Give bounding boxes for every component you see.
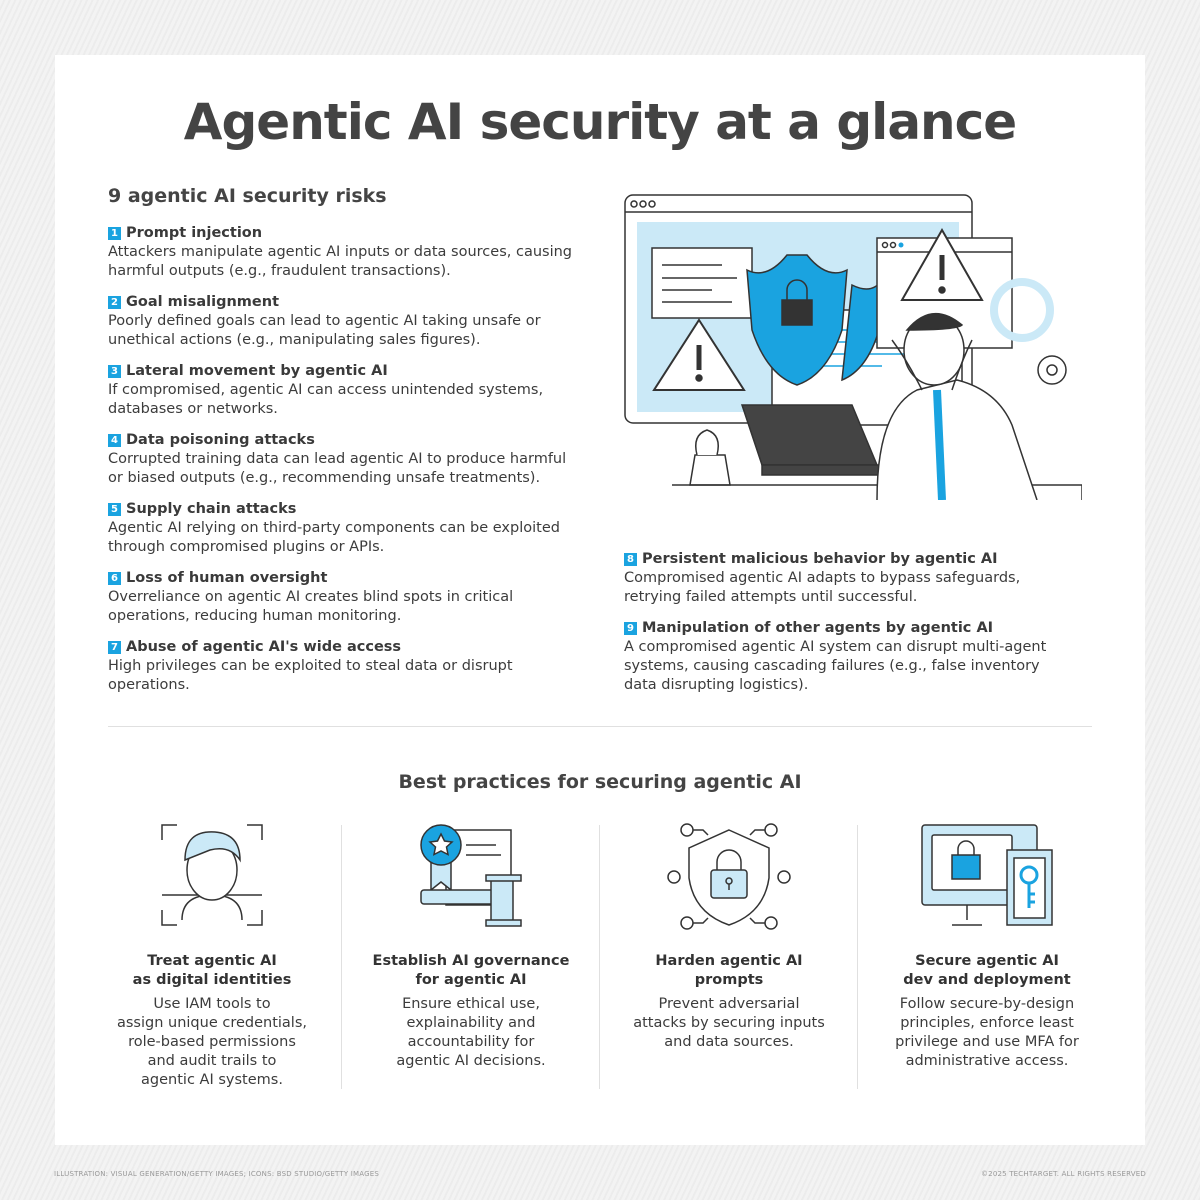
section-divider: [108, 726, 1092, 727]
risk-number: 7: [108, 641, 121, 654]
image-credits: ILLUSTRATION: VISUAL GENERATION/GETTY IM…: [54, 1170, 380, 1178]
practice-item: Treat agentic AI as digital identities U…: [83, 820, 341, 1090]
practice-text: Use IAM tools to assign unique credentia…: [116, 996, 307, 1088]
risk-item: 9 Manipulation of other agents by agentic…: [624, 619, 1064, 695]
risk-text: Corrupted training data can lead agentic…: [108, 451, 567, 486]
risk-title: Persistent malicious behavior by agentic…: [642, 551, 998, 567]
risk-title: Supply chain attacks: [126, 501, 297, 517]
risk-title: Prompt injection: [126, 225, 263, 241]
risk-number: 5: [108, 503, 121, 516]
practice-title: Treat agentic AI as digital identities: [132, 953, 292, 988]
risk-number: 3: [108, 365, 121, 378]
page-title: Agentic AI security at a glance: [183, 93, 1017, 151]
risk-number: 8: [624, 553, 637, 566]
risk-text: Agentic AI relying on third-party compon…: [108, 520, 560, 555]
risk-number: 6: [108, 572, 121, 585]
practice-text: Prevent adversarial attacks by securing …: [633, 996, 825, 1050]
practice-item: Harden agentic AI prompts Prevent advers…: [600, 820, 858, 1052]
practice-text: Ensure ethical use, explainability and a…: [396, 996, 546, 1069]
secure-deployment-icon: [921, 824, 1053, 926]
practice-title: Harden agentic AI prompts: [655, 953, 803, 988]
risk-text: If compromised, agentic AI can access un…: [108, 382, 544, 417]
risk-title: Abuse of agentic AI's wide access: [126, 639, 402, 655]
copyright: ©2025 TECHTARGET. ALL RIGHTS RESERVED: [980, 1170, 1146, 1178]
shield-lock-icon: [667, 823, 791, 930]
risk-title: Loss of human oversight: [126, 570, 328, 586]
risk-text: A compromised agentic AI system can disr…: [624, 639, 1047, 693]
risks-heading: 9 agentic AI security risks: [108, 185, 387, 207]
risk-title: Data poisoning attacks: [126, 432, 315, 448]
risk-number: 9: [624, 622, 637, 635]
column-divider: [857, 825, 858, 1089]
practice-item: Secure agentic AI dev and deployment Fol…: [858, 820, 1116, 1071]
risk-text: Compromised agentic AI adapts to bypass …: [624, 570, 1021, 605]
practice-title: Secure agentic AI dev and deployment: [903, 953, 1071, 988]
risk-title: Lateral movement by agentic AI: [126, 363, 388, 379]
risk-number: 2: [108, 296, 121, 309]
practice-title: Establish AI governance for agentic AI: [372, 953, 570, 988]
security-breach-illustration: [624, 194, 1082, 500]
governance-gavel-icon: [420, 824, 522, 927]
column-divider: [341, 825, 342, 1089]
risk-text: Overreliance on agentic AI creates blind…: [108, 589, 514, 624]
column-divider: [599, 825, 600, 1089]
risk-text: High privileges can be exploited to stea…: [108, 658, 513, 693]
risk-text: Attackers manipulate agentic AI inputs o…: [108, 244, 572, 279]
risk-title: Goal misalignment: [126, 294, 280, 310]
practices-heading: Best practices for securing agentic AI: [398, 771, 802, 793]
risk-number: 1: [108, 227, 121, 240]
practice-item: Establish AI governance for agentic AI E…: [342, 820, 600, 1071]
digital-identity-icon: [161, 824, 263, 926]
risk-text: Poorly defined goals can lead to agentic…: [108, 313, 541, 348]
infographic-card: Agentic AI security at a glance 9 agenti…: [55, 55, 1145, 1145]
risk-number: 4: [108, 434, 121, 447]
risk-item: 8 Persistent malicious behavior by agenti…: [624, 550, 1064, 607]
risk-item: 3 Lateral movement by agentic AI If compro…: [108, 362, 578, 419]
practice-text: Follow secure-by-design principles, enfo…: [895, 996, 1079, 1069]
risk-title: Manipulation of other agents by agentic …: [642, 620, 994, 636]
